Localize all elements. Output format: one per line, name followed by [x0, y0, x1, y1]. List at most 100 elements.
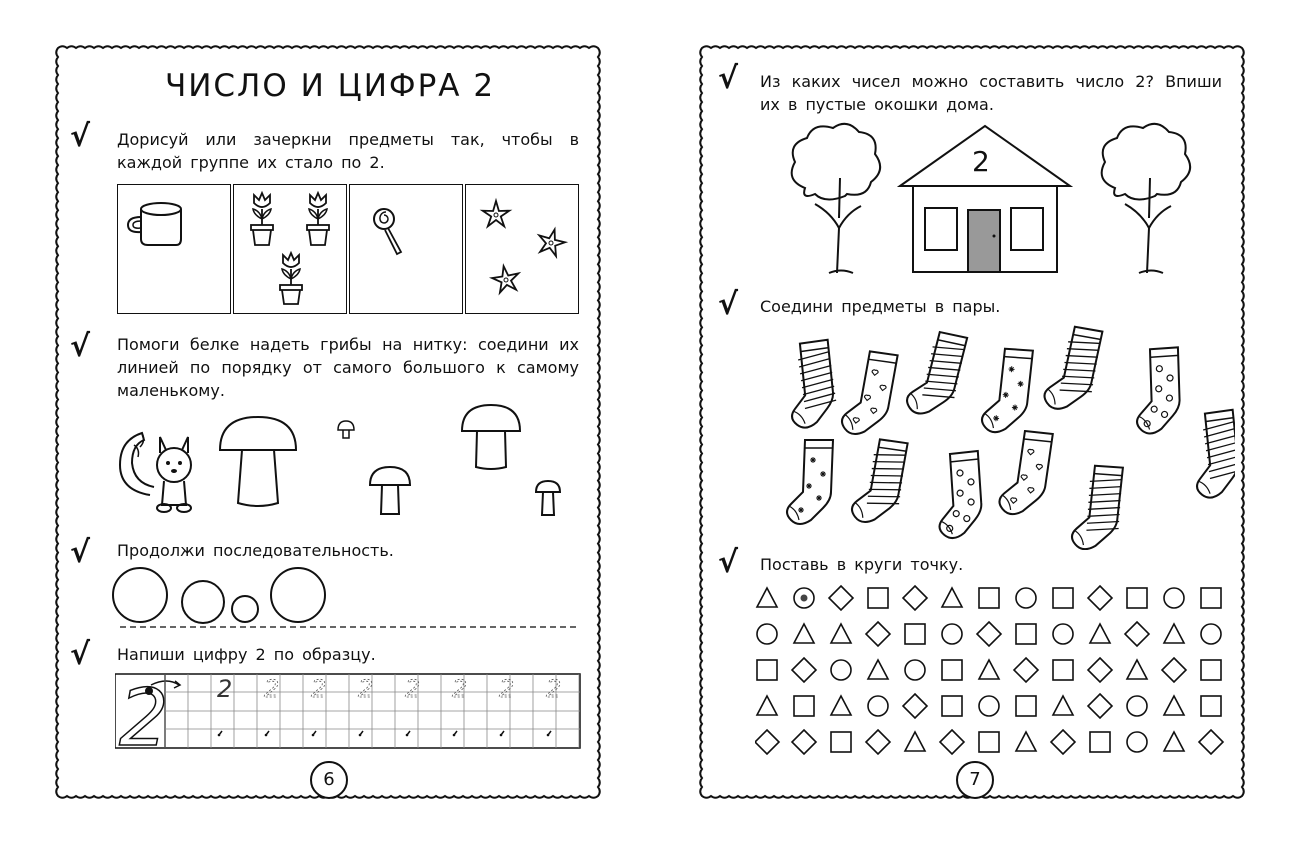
diamond-shape: [1160, 656, 1188, 684]
stars-icon: [479, 197, 569, 296]
trace-digit: 2: [405, 675, 420, 703]
square-shape: [941, 659, 963, 681]
square-shape: [904, 623, 926, 645]
socks-illustration: [786, 325, 1235, 550]
task-text: Продолжи последовательность.: [117, 541, 394, 560]
triangle-shape: [1162, 730, 1186, 752]
diamond-shape: [1086, 584, 1114, 612]
triangle-shape: [829, 622, 853, 644]
diamond-shape: [1086, 692, 1114, 720]
sock-icon: [980, 347, 1035, 434]
page-frame: [699, 45, 1245, 799]
square-shape: [1015, 623, 1037, 645]
diamond-shape: [1197, 728, 1225, 755]
check-mark-icon: √: [70, 329, 91, 364]
task-text: Соедини предметы в пары.: [760, 297, 1001, 316]
sock-icon: [841, 350, 899, 435]
square-shape: [1089, 731, 1111, 753]
circle-shape: [941, 623, 963, 645]
triangle-shape: [829, 694, 853, 716]
page-title: ЧИСЛО И ЦИФРА 2: [164, 68, 496, 104]
circle-shape: [904, 659, 926, 681]
triangle-shape: [1125, 658, 1149, 680]
sock-icon: [851, 438, 909, 523]
check-mark-icon: √: [718, 545, 739, 580]
page-frame: [55, 45, 601, 799]
diamond-shape: [938, 728, 966, 755]
trace-digit: 2: [217, 675, 232, 703]
diamond-shape: [1086, 656, 1114, 684]
trace-digit: 2: [358, 675, 373, 703]
triangle-shape: [755, 694, 779, 716]
square-shape: [978, 731, 1000, 753]
sock-icon: [786, 439, 835, 525]
square-shape: [941, 695, 963, 717]
square-shape: [1052, 659, 1074, 681]
triangle-shape: [755, 586, 779, 608]
circle-shape: [978, 695, 1000, 717]
diamond-shape: [975, 620, 1003, 648]
circle-shape: [867, 695, 889, 717]
check-mark-icon: √: [718, 287, 739, 322]
circle-shape: [756, 623, 778, 645]
lollipop-icon: [373, 208, 403, 256]
circle-shape: [1163, 587, 1185, 609]
squirrel-mushrooms-illustration: [118, 403, 562, 516]
sock-icon: [1070, 464, 1125, 550]
square-shape: [1126, 587, 1148, 609]
diamond-shape: [901, 584, 929, 612]
page-number: 6: [310, 761, 348, 799]
square-shape: [1015, 695, 1037, 717]
shapes-grid: [755, 584, 1225, 755]
group-box: [349, 184, 463, 314]
star-icon: [479, 197, 513, 229]
diamond-shape: [864, 728, 892, 755]
sock-icon: [1196, 408, 1235, 499]
left-page: ЧИСЛО И ЦИФРА 2 √ Дорисуй или зачеркни п…: [55, 45, 601, 799]
circle-shape: [1200, 623, 1222, 645]
task-text: Из каких чисел можно составить число 2? …: [760, 72, 1222, 114]
triangle-shape: [1088, 622, 1112, 644]
task-text: Дорисуй или зачеркни предметы так, чтобы…: [117, 130, 579, 172]
square-shape: [830, 731, 852, 753]
sock-icon: [791, 338, 837, 429]
flower-pots-icon: [250, 190, 330, 305]
sock-icon: [938, 449, 983, 540]
diamond-shape: [901, 692, 929, 720]
diamond-shape: [790, 656, 818, 684]
diamond-shape: [755, 728, 781, 755]
sock-icon: [1043, 325, 1104, 410]
square-shape: [1200, 587, 1222, 609]
house-icon: [896, 124, 1074, 273]
square-shape: [867, 587, 889, 609]
right-page: √ Из каких чисел можно составить число 2…: [650, 0, 1300, 853]
task-text: Поставь в круги точку.: [760, 555, 964, 574]
trace-digit: 2: [452, 675, 467, 703]
triangle-shape: [1014, 730, 1038, 752]
house-trees-illustration: [790, 122, 1192, 274]
sock-icon: [906, 330, 969, 415]
triangle-shape: [866, 658, 890, 680]
triangle-shape: [1162, 622, 1186, 644]
diamond-shape: [1123, 620, 1151, 648]
check-mark-icon: √: [70, 637, 91, 672]
diamond-shape: [1049, 728, 1077, 755]
page-number: 7: [956, 761, 994, 799]
task-text: Напиши цифру 2 по образцу.: [117, 645, 376, 664]
diamond-shape: [827, 584, 855, 612]
triangle-shape: [977, 658, 1001, 680]
circle-shape: [1052, 623, 1074, 645]
group-box: [233, 184, 347, 314]
triangle-shape: [792, 622, 816, 644]
group-box: [465, 184, 579, 314]
circle-sequence: [112, 567, 580, 628]
trace-digit: 2: [499, 675, 514, 703]
trace-digit: 2: [311, 675, 326, 703]
circle-shape: [1126, 695, 1148, 717]
star-icon: [488, 263, 522, 296]
square-shape: [1200, 659, 1222, 681]
triangle-shape: [1162, 694, 1186, 716]
circle-shape: [1126, 731, 1148, 753]
squirrel-icon: [118, 431, 192, 513]
